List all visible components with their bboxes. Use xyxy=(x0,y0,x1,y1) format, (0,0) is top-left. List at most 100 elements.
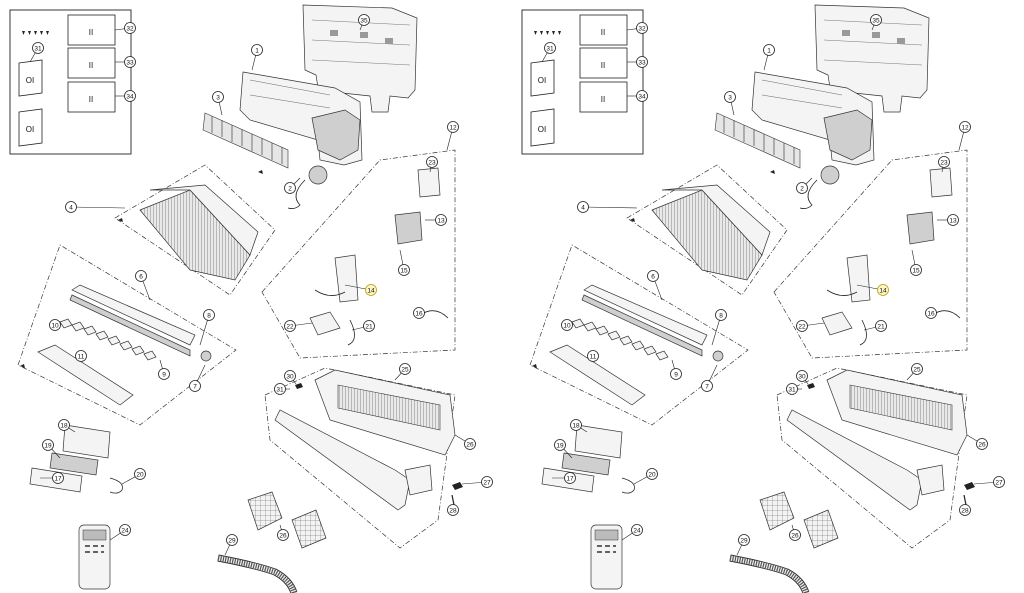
callout-number: 18 xyxy=(572,422,580,429)
accessory-card-label: II xyxy=(89,28,93,37)
callout-number: 20 xyxy=(648,471,656,478)
screws-icon xyxy=(22,31,49,35)
part-callout-21: 21 xyxy=(351,320,375,332)
part-callout-7: 7 xyxy=(701,364,718,392)
part-callout-20: 20 xyxy=(633,468,658,485)
callout-number: 2 xyxy=(800,185,804,192)
callout-number: 31 xyxy=(546,45,554,52)
manual-label: OI xyxy=(538,76,546,85)
callout-number: 19 xyxy=(556,442,564,449)
callout-number: 1 xyxy=(767,47,771,54)
callout-number: 34 xyxy=(126,93,134,100)
callout-number: 12 xyxy=(961,124,969,131)
part-callout-11: 11 xyxy=(75,350,87,362)
callout-number: 32 xyxy=(638,25,646,32)
exploded-view-left: IIIIIIOIOI123467891011121314151617181920… xyxy=(9,4,493,593)
part-callout-13: 13 xyxy=(937,214,959,226)
callout-number: 9 xyxy=(162,371,166,378)
part-callout-24: 24 xyxy=(621,524,643,541)
callout-number: 23 xyxy=(428,159,436,166)
callout-number: 24 xyxy=(121,527,129,534)
callout-number: 16 xyxy=(415,310,423,317)
part-callout-28: 28 xyxy=(447,504,459,516)
accessory-card-label: II xyxy=(89,95,93,104)
callout-number: 17 xyxy=(566,475,574,482)
part-callout-25: 25 xyxy=(906,363,923,381)
callout-number: 19 xyxy=(44,442,52,449)
part-callout-29: 29 xyxy=(736,534,750,556)
part-callout-3: 3 xyxy=(724,91,736,116)
part-callout-23: 23 xyxy=(938,156,950,173)
part-callout-4: 4 xyxy=(577,201,638,213)
callout-number: 13 xyxy=(949,217,957,224)
callout-number: 3 xyxy=(728,94,732,101)
callout-number: 26 xyxy=(466,441,474,448)
part-callout-12: 12 xyxy=(958,121,971,151)
part-callout-10: 10 xyxy=(561,319,573,331)
part-callout-14: 14 xyxy=(344,284,377,296)
callout-number: 7 xyxy=(193,383,197,390)
part-callout-30: 30 xyxy=(796,370,809,385)
part-callout-26: 26 xyxy=(277,524,289,541)
callout-number: 30 xyxy=(798,373,806,380)
part-callout-25: 25 xyxy=(394,363,411,381)
part-callout-8: 8 xyxy=(199,309,215,346)
part-callout-26: 26 xyxy=(789,524,801,541)
part-callout-17: 17 xyxy=(552,472,576,484)
part-callout-19: 19 xyxy=(42,439,61,459)
callout-number: 4 xyxy=(69,204,73,211)
part-callout-16: 16 xyxy=(413,307,425,319)
callout-number: 31 xyxy=(34,45,42,52)
callout-number: 15 xyxy=(912,267,920,274)
part-callout-16: 16 xyxy=(925,307,937,319)
part-callout-6: 6 xyxy=(647,270,663,301)
part-callout-23: 23 xyxy=(426,156,438,173)
part-callout-21: 21 xyxy=(863,320,887,332)
callout-number: 18 xyxy=(60,422,68,429)
callout-number: 20 xyxy=(136,471,144,478)
part-callout-7: 7 xyxy=(189,364,206,392)
callout-number: 6 xyxy=(651,273,655,280)
callout-number: 29 xyxy=(228,537,236,544)
part-callout-6: 6 xyxy=(135,270,151,301)
part-callout-1: 1 xyxy=(251,44,263,71)
callout-number: 29 xyxy=(740,537,748,544)
part-callout-30: 30 xyxy=(284,370,297,385)
part-callout-1: 1 xyxy=(763,44,775,71)
callout-number: 26 xyxy=(791,532,799,539)
part-callout-22: 22 xyxy=(796,320,825,332)
callout-number: 22 xyxy=(798,323,806,330)
part-callout-13: 13 xyxy=(425,214,447,226)
callout-number: 23 xyxy=(940,159,948,166)
exploded-view-right: IIIIIIOIOI123467891011121314151617181920… xyxy=(521,4,1005,593)
callout-number: 16 xyxy=(927,310,935,317)
part-callout-31: 31 xyxy=(29,42,44,63)
manual-label: OI xyxy=(538,125,546,134)
callout-number: 11 xyxy=(590,353,597,360)
part-callout-18: 18 xyxy=(570,419,588,433)
part-callout-2: 2 xyxy=(796,177,813,194)
callout-number: 15 xyxy=(400,267,408,274)
part-callout-11: 11 xyxy=(587,350,599,362)
callout-number: 26 xyxy=(978,441,986,448)
part-callout-24: 24 xyxy=(109,524,131,541)
accessory-card-label: II xyxy=(601,61,605,70)
callout-number: 26 xyxy=(279,532,287,539)
part-callout-19: 19 xyxy=(554,439,573,459)
part-callout-2: 2 xyxy=(284,177,301,194)
callout-number: 14 xyxy=(367,287,375,294)
callout-number: 8 xyxy=(719,312,723,319)
part-callout-9: 9 xyxy=(670,359,682,380)
part-callout-35: 35 xyxy=(358,14,370,31)
callout-number: 24 xyxy=(633,527,641,534)
callout-number: 11 xyxy=(78,353,85,360)
callout-number: 31 xyxy=(788,386,796,393)
callout-number: 10 xyxy=(563,322,571,329)
part-callout-31: 31 xyxy=(786,383,802,395)
callout-number: 8 xyxy=(207,312,211,319)
accessory-card-label: II xyxy=(601,95,605,104)
callout-number: 9 xyxy=(674,371,678,378)
callout-number: 30 xyxy=(286,373,294,380)
